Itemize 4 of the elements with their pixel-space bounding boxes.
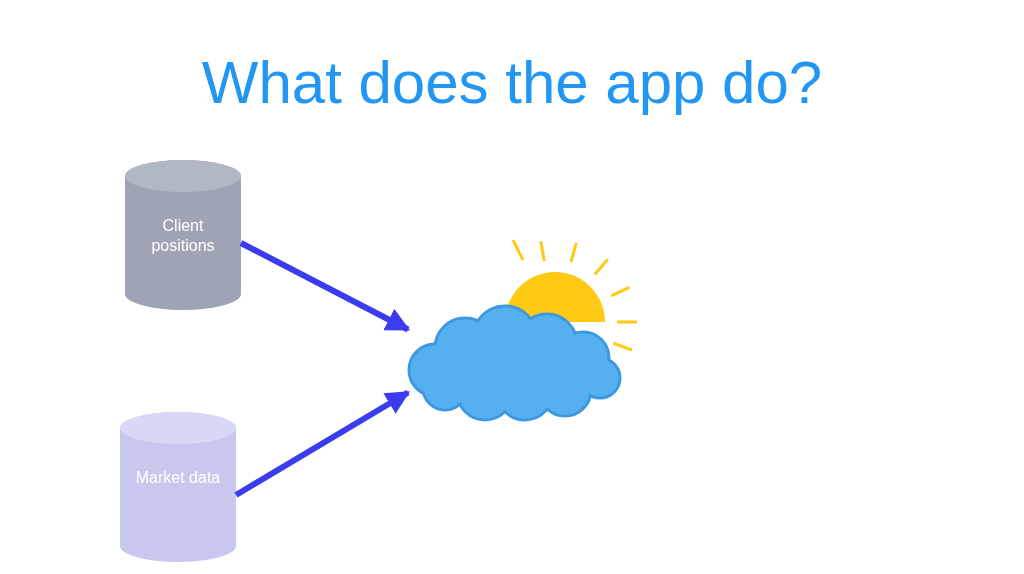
slide-title: What does the app do? (200, 48, 824, 117)
arrow (239, 240, 411, 333)
database-label: Client positions (150, 216, 216, 256)
arrow (234, 389, 411, 498)
